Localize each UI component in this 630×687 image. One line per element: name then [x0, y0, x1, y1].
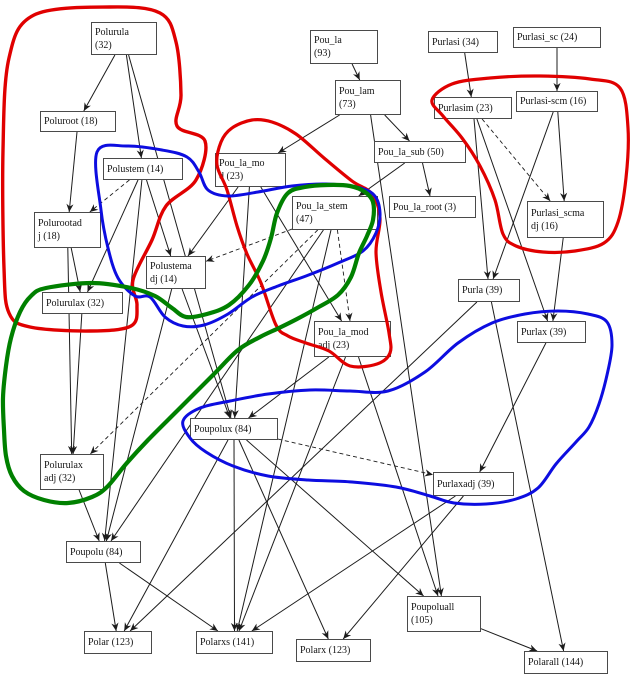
edge-Poupolux-to-Polarx: [238, 439, 329, 640]
edge-Polurulax-to-Polurulaxadj: [70, 313, 83, 455]
edge-Pou_la_modadj-to-Poupoluall: [358, 356, 439, 597]
edge-Pou_la_sub-to-Pou_la_root: [422, 162, 432, 197]
edge-Polurootadj-to-Polurulaxadj: [67, 247, 76, 455]
edge-Purlasi_scm-to-Purlasi_scmadj: [557, 111, 568, 202]
edge-Pou_lam-to-Pou_la_sub: [384, 114, 410, 142]
edge-Purlasi-to-Purlasim: [464, 52, 474, 98]
graph-node-Pou_lam: Pou_lam (73): [335, 80, 401, 115]
graph-node-Purlasim: Purlasim (23): [434, 97, 512, 119]
graph-node-Poluroot: Poluroot (18): [40, 111, 116, 132]
edge-Polurulaxadj-to-Poupolu: [78, 489, 100, 542]
edge-Pou_la_modadj-to-Polarxs: [238, 356, 346, 632]
edge-Poupolu-to-Polarxs: [119, 562, 219, 632]
graph-node-Purlax: Purlax (39): [517, 321, 586, 343]
graph-node-Pou_la_sub: Pou_la_sub (50): [374, 141, 466, 163]
graph-node-Purlasi_scm: Purlasi-scm (16): [516, 91, 598, 112]
graph-node-Pou_la: Pou_la (93): [310, 30, 378, 64]
edge-Purlasi_scm-to-Purla: [492, 111, 554, 280]
graph-node-Polarx: Polarx (123): [296, 639, 371, 662]
graph-node-Polarall: Polarall (144): [524, 651, 608, 674]
edge-Pou_la_stem-to-Poupolu: [110, 229, 324, 542]
graph-node-Poupoluall: Poupoluall (105): [407, 596, 481, 632]
graph-node-Polar: Polar (123): [84, 631, 152, 654]
edge-Polurula-to-Poluroot: [83, 54, 116, 112]
edge-Poupoluall-to-Polarall: [480, 628, 538, 652]
edge-Polurootadj-to-Polurulax: [70, 247, 83, 293]
graph-node-Polurula: Polurula (32): [91, 22, 157, 55]
graph-node-Purlasi_scmadj: Purlasi_scma dj (16): [527, 201, 604, 238]
graph-node-Poupolu: Poupolu (84): [66, 541, 141, 563]
graph-node-Polurootadj: Polurootad j (18): [34, 212, 101, 248]
edge-Pou_la_mod-to-Polustemadj: [187, 186, 239, 257]
edge-Polustem-to-Poupolu: [101, 179, 143, 542]
graph-node-Polustem: Polustem (14): [103, 158, 183, 180]
edge-Pou_lam-to-Pou_la_mod: [277, 114, 340, 154]
edge-Pou_la_stem-to-Polustemadj: [205, 228, 293, 262]
graph-node-Pou_la_mod: Pou_la_mo d (23): [215, 153, 286, 187]
graph-node-Pou_la_modadj: Pou_la_mod adj (23): [314, 321, 391, 357]
edge-Polurula-to-Poupolux: [128, 54, 233, 419]
edge-Poupolux-to-Polar: [123, 439, 229, 632]
graph-node-Purla: Purla (39): [458, 279, 520, 302]
edge-Pou_la_stem-to-Pou_la_modadj: [336, 229, 353, 322]
edge-Pou_la_modadj-to-Poupolux: [248, 356, 330, 419]
graph-node-Polustemadj: Polustema dj (14): [146, 256, 206, 289]
edge-Purlasim-to-Purla: [473, 118, 491, 280]
graph-node-Polurulaxadj: Polurulax adj (32): [40, 454, 104, 490]
edge-Pou_la-to-Pou_lam: [351, 63, 361, 81]
edge-Purla-to-Polar: [129, 301, 478, 632]
graph-node-Poupolux: Poupolux (84): [190, 418, 278, 440]
graph-node-Purlasi: Purlasi (34): [428, 31, 498, 53]
edge-Purlasim-to-Purlasi_scmadj: [481, 118, 551, 202]
edge-Polustem-to-Polurootadj: [89, 179, 130, 213]
edge-Poluroot-to-Polurootadj: [66, 131, 78, 213]
graph-node-Pou_la_stem: Pou_la_stem (47): [292, 196, 378, 230]
edge-Polustem-to-Polustemadj: [146, 179, 172, 257]
edge-Poupolux-to-Poupoluall: [246, 439, 424, 597]
graph-node-Polarxs: Polarxs (141): [196, 631, 273, 654]
edge-Purlasi_scmadj-to-Purlax: [550, 237, 564, 322]
edge-Poupolux-to-Purlaxadj: [277, 438, 434, 477]
graph-node-Purlasi_sc: Purlasi_sc (24): [513, 27, 601, 48]
edge-Purlax-to-Purlaxadj: [479, 342, 547, 473]
edge-Pou_la_mod-to-Poupolux: [231, 186, 250, 419]
graph-node-Pou_la_root: Pou_la_root (3): [389, 196, 476, 218]
edge-Poupolu-to-Polar: [104, 562, 119, 632]
edge-Poupolux-to-Polarxs: [230, 439, 239, 632]
edge-Polustemadj-to-Poupolu: [104, 288, 173, 542]
edge-Polustemadj-to-Poupolux: [181, 288, 231, 419]
edge-Polurula-to-Polustem: [125, 54, 144, 159]
edge-Pou_la_sub-to-Pou_la_stem: [358, 162, 405, 197]
graph-node-Polurulax: Polurulax (32): [42, 292, 123, 314]
graph-node-Purlaxadj: Purlaxadj (39): [433, 472, 514, 496]
